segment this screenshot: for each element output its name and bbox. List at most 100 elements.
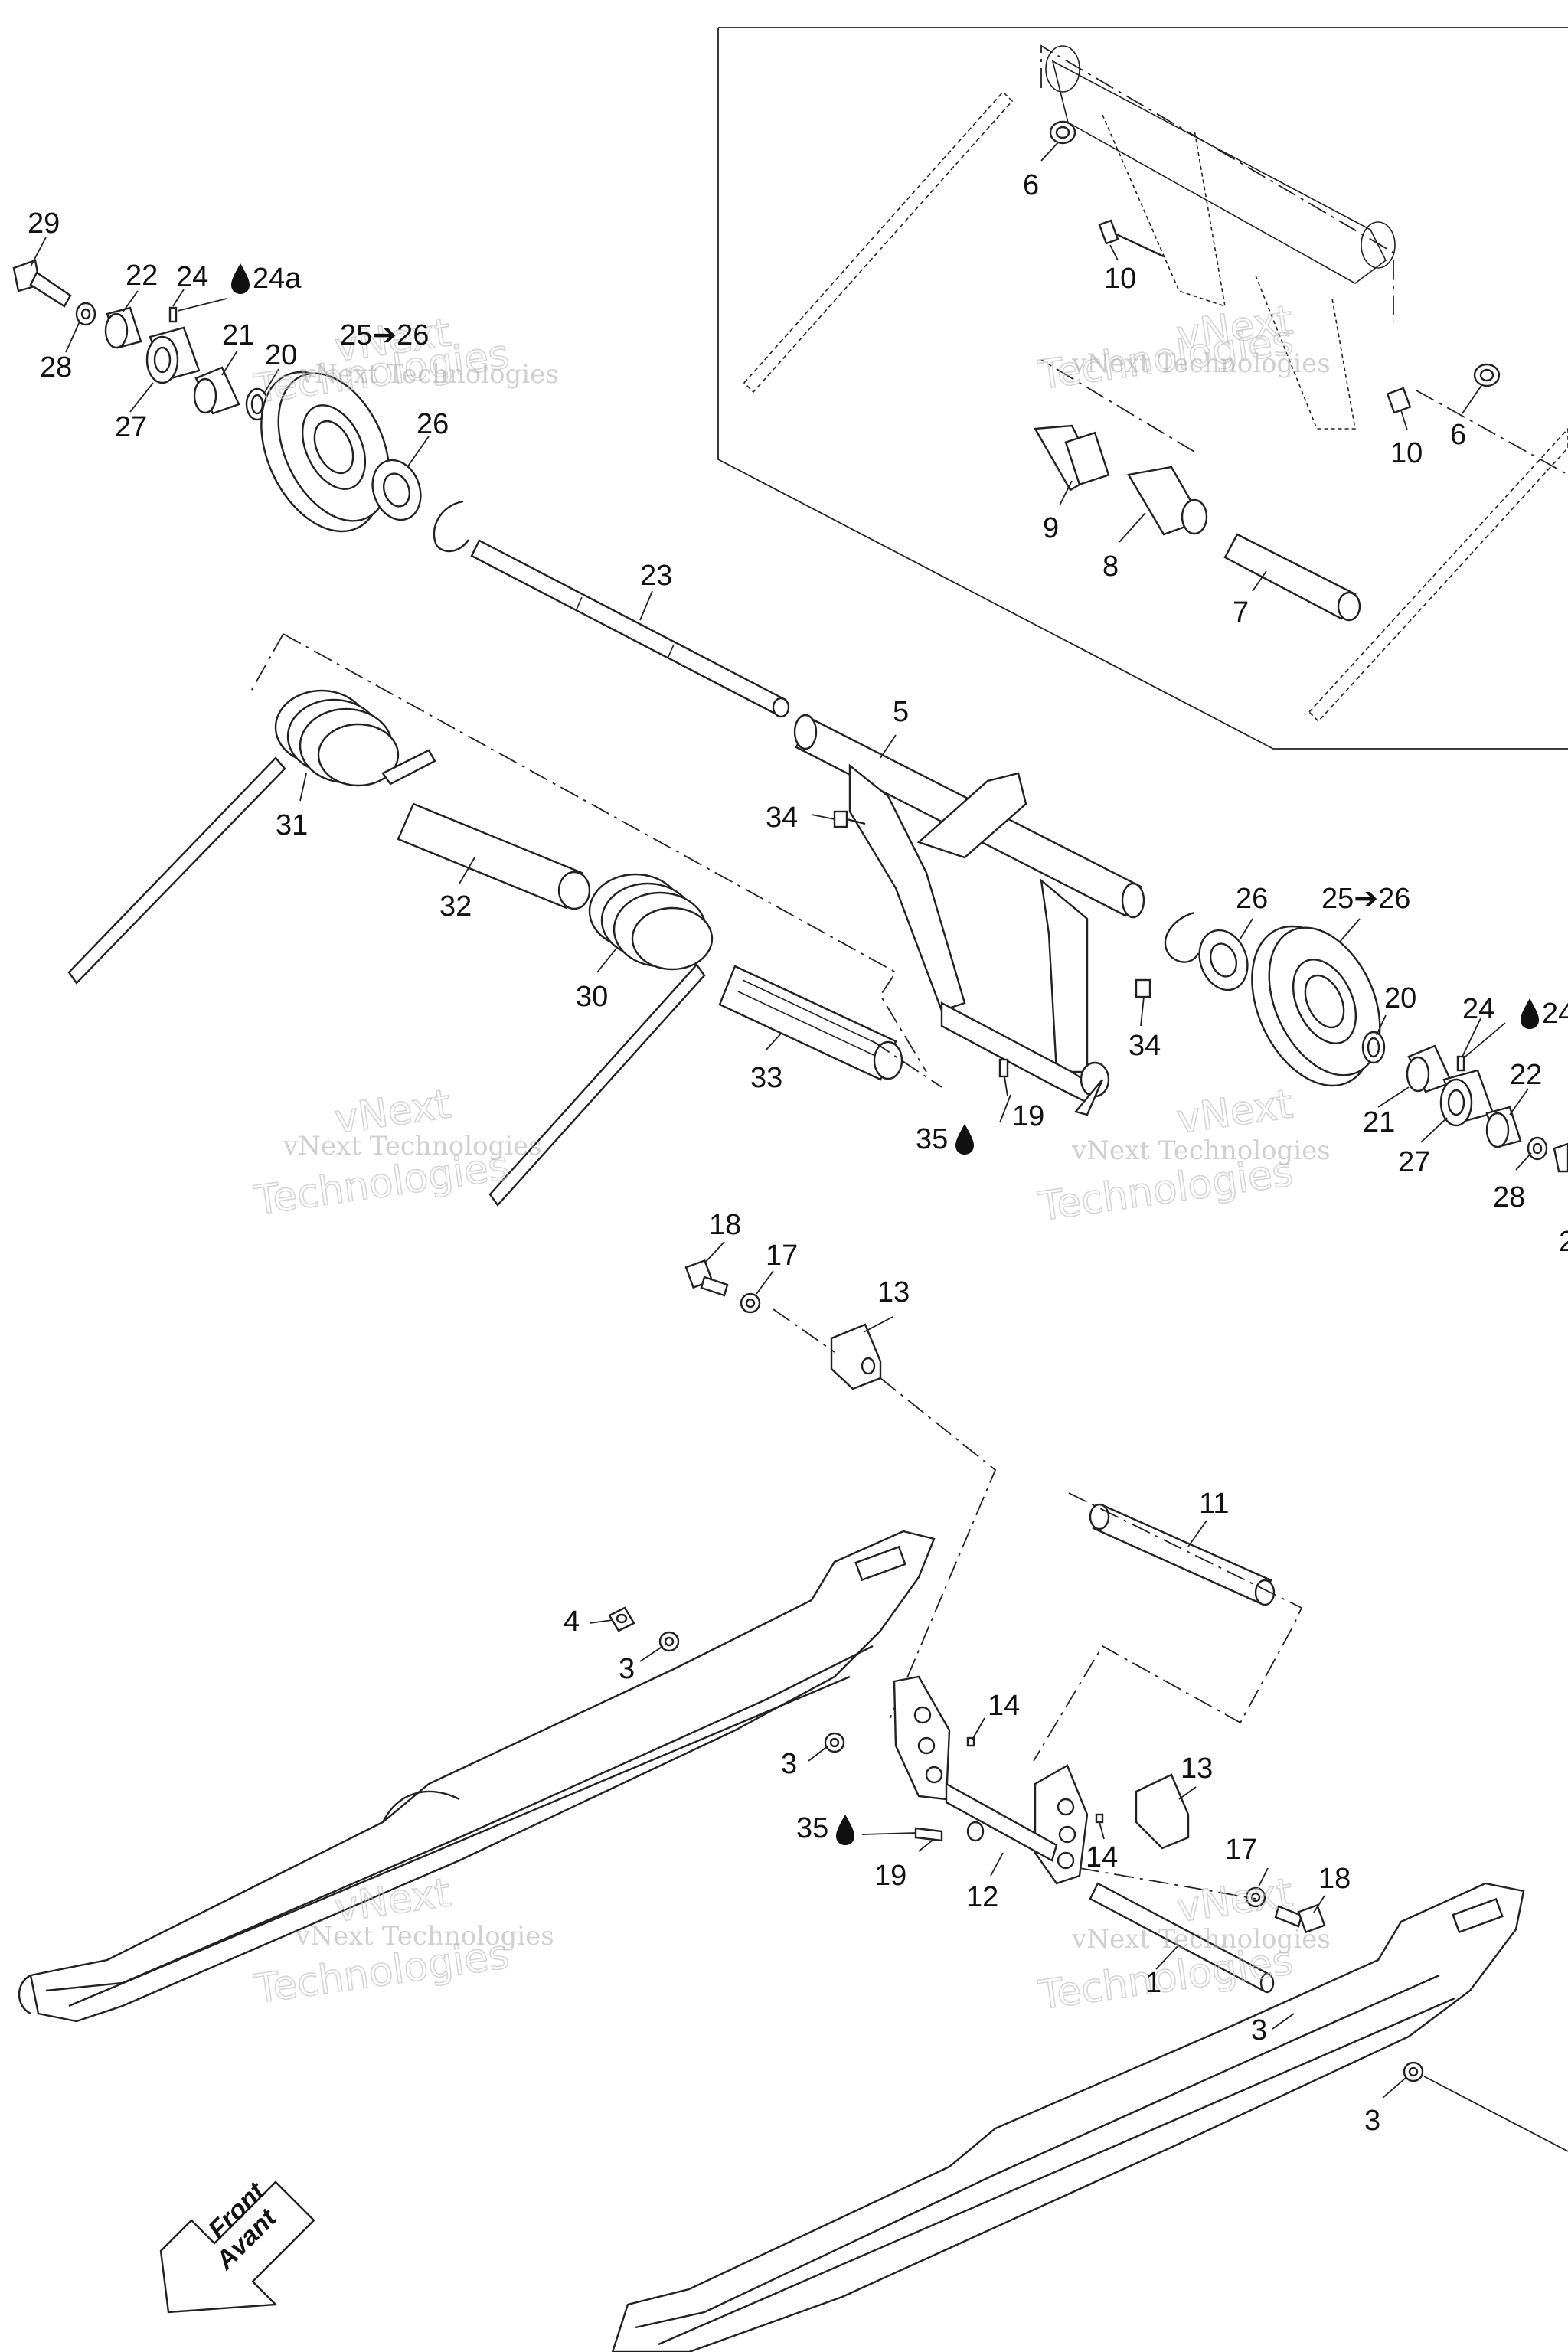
- front-arrow: Front Avant: [159, 2176, 315, 2314]
- shaft-1: [1089, 1882, 1275, 1994]
- watermark-text: vNext Technologies: [1071, 1924, 1331, 1955]
- inset-bolt-10-right: [1386, 387, 1412, 414]
- wheel-25-left: [260, 371, 390, 533]
- callout-26-right: 26: [1236, 883, 1268, 915]
- callout-10-inset-left: 10: [1104, 263, 1136, 295]
- shaft-11: [1089, 1503, 1276, 1606]
- swing-arm-5: [793, 714, 1145, 1116]
- bushing-27-right: [1439, 1069, 1494, 1127]
- callout-28-right: 28: [1493, 1181, 1525, 1214]
- callout-33: 33: [750, 1062, 782, 1094]
- callout-29: 29: [28, 207, 60, 240]
- watermark-2: vNext Technologies vNext Technologies: [1035, 297, 1331, 400]
- rail-right: [611, 1882, 1525, 2352]
- callout-7: 7: [1233, 596, 1249, 629]
- watermark-3: vNext Technologies vNext Technologies: [251, 1081, 542, 1225]
- watermark-text: vNext Technologies: [1071, 348, 1331, 379]
- block-13-lower: [1135, 1773, 1190, 1850]
- callout-3-middle: 3: [781, 1748, 797, 1780]
- inset-bushing-6-left: [1049, 120, 1076, 145]
- callout-28-left: 28: [40, 351, 72, 384]
- callout-19-lower: 19: [874, 1860, 906, 1892]
- spring-axle-dash: [872, 1040, 942, 1088]
- upper-block-dash: [773, 1308, 997, 1723]
- inset-clamp-9: [1034, 424, 1110, 492]
- spring-frame-dashes: [249, 633, 927, 1073]
- callout-3-lower-a: 3: [1251, 2014, 1267, 2047]
- callout-21-left: 21: [222, 319, 254, 351]
- spacer-21-left: [193, 366, 240, 415]
- callout-30: 30: [576, 981, 608, 1013]
- inset-tube-7: [1223, 533, 1361, 622]
- circlip-left: [433, 500, 469, 553]
- callout-4: 4: [564, 1606, 580, 1638]
- callout-32: 32: [439, 890, 472, 923]
- callout-1: 1: [1145, 1967, 1161, 1999]
- inset-bolt-10-left: [1098, 219, 1165, 258]
- callout-26-left: 26: [416, 408, 449, 440]
- circlip-right: [1164, 911, 1200, 963]
- bolt-29-right: [1553, 1142, 1568, 1173]
- bearing-26-left: [371, 459, 422, 521]
- callout-35-lower: 35: [796, 1812, 828, 1844]
- oil-drop-icon: [1521, 998, 1539, 1029]
- callout-9: 9: [1043, 512, 1059, 544]
- washer-3-a: [658, 1631, 680, 1652]
- bushing-27-left: [145, 326, 201, 384]
- right-wheel-assembly: [1164, 911, 1568, 1173]
- rail-axle-line: [1423, 2076, 1568, 2152]
- bolt-29: [12, 259, 72, 308]
- callout-6-inset-right: 6: [1450, 419, 1466, 451]
- callout-34-left: 34: [766, 802, 798, 834]
- washer-28-right: [1527, 1136, 1548, 1161]
- watermark-6: vNext Technologies vNext Technologies: [1035, 1870, 1331, 2020]
- block-13-upper: [830, 1323, 882, 1390]
- nut-4: [608, 1606, 635, 1632]
- callout-31: 31: [276, 809, 308, 841]
- callout-22-left: 22: [126, 260, 158, 292]
- callout-35-upper: 35: [916, 1123, 948, 1155]
- callout-5: 5: [893, 696, 909, 728]
- inset-rail-left: [743, 90, 1014, 394]
- spring-31: [67, 689, 436, 985]
- watermark-text: vNext: [1174, 1870, 1295, 1932]
- callout-24-right: 24: [1462, 993, 1494, 1025]
- callout-34-right: 34: [1129, 1030, 1161, 1062]
- washer-17-lower: [1245, 1886, 1266, 1908]
- grease-fitting-19-upper: [998, 1058, 1009, 1078]
- watermark-text: vNext Technologies: [295, 1921, 554, 1952]
- callout-14-upper: 14: [988, 1690, 1020, 1722]
- callout-24a-left: 24a: [253, 263, 302, 295]
- rail-left: [18, 1530, 936, 2023]
- lower-block-dash: [1079, 1867, 1256, 1900]
- axle-23: [470, 539, 790, 718]
- grease-fitting-24-left: [168, 306, 178, 323]
- callout-13-lower: 13: [1181, 1753, 1213, 1785]
- callout-20-right: 20: [1384, 982, 1416, 1014]
- bolt-18-upper: [684, 1259, 729, 1297]
- callout-21-right: 21: [1363, 1106, 1395, 1138]
- washer-nut-lower: [966, 1821, 985, 1842]
- tube-33: [718, 965, 903, 1081]
- inset-clamp-8: [1127, 466, 1208, 536]
- callout-labels: 29 22 24 24a 28 21 20 25➔26 27 26 23 6 1…: [28, 169, 1568, 2137]
- spring-30: [488, 873, 714, 1207]
- callout-12: 12: [966, 1881, 998, 1913]
- inset-rail-right: [1308, 427, 1568, 723]
- pin-14-b: [1095, 1813, 1104, 1824]
- washer-17-upper: [740, 1292, 761, 1314]
- callout-17-upper: 17: [766, 1240, 798, 1272]
- watermark-text: vNext: [1174, 1081, 1295, 1143]
- pin-14-a: [966, 1736, 975, 1747]
- callout-29-right-partial: 2: [1559, 1226, 1568, 1258]
- callout-18-lower: 18: [1318, 1863, 1351, 1895]
- callout-20-left: 20: [265, 339, 297, 371]
- callout-10-inset-right: 10: [1390, 437, 1423, 469]
- inset-bushing-6-right: [1473, 363, 1501, 387]
- inset-detail: [717, 27, 1568, 750]
- watermark-4: vNext Technologies vNext Technologies: [1035, 1081, 1331, 1231]
- bolt-34-right: [1135, 978, 1152, 998]
- grease-fitting-19-lower: [914, 1827, 943, 1842]
- ring-20-right: [1361, 1031, 1386, 1064]
